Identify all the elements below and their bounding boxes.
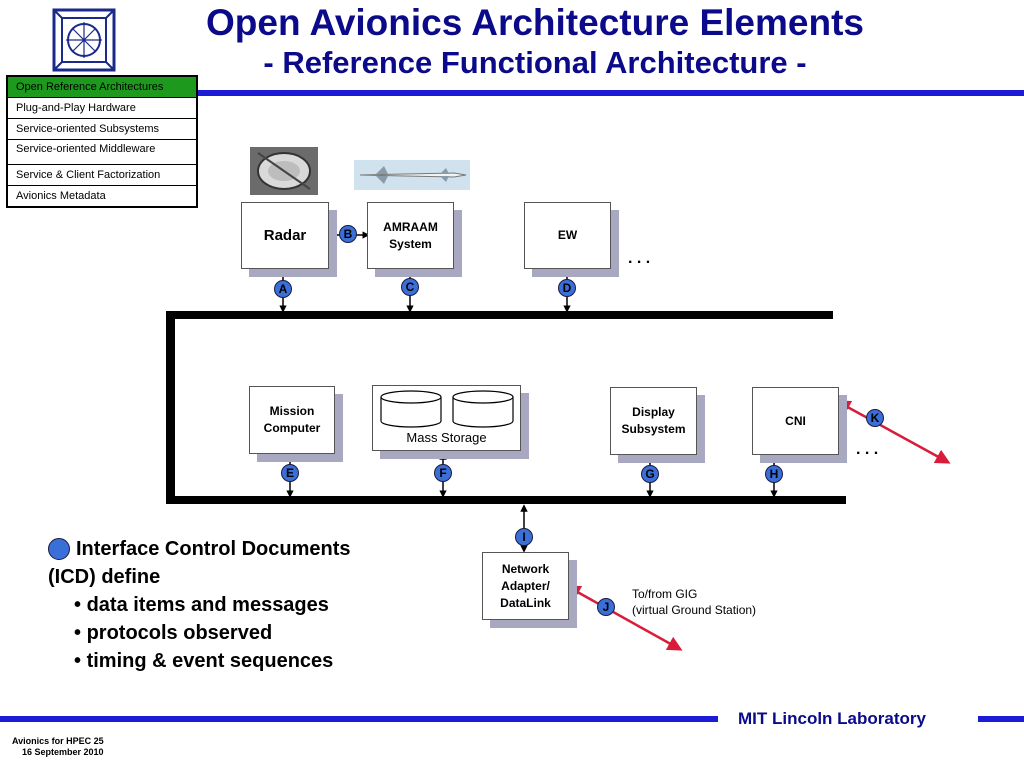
icd-line1: Interface Control Documents: [76, 538, 351, 560]
page-subtitle: - Reference Functional Architecture -: [263, 45, 807, 80]
icd-circle-icon: [48, 538, 70, 560]
ew-box: EW: [524, 202, 611, 269]
nav-item-service-client-factorization[interactable]: Service & Client Factorization: [8, 165, 196, 186]
icd-bullet-item: • data items and messages: [74, 594, 329, 616]
interface-j-marker: J: [597, 598, 615, 616]
nav-item-service-oriented-middleware[interactable]: Service-oriented Middleware: [8, 140, 196, 165]
icd-bullet-item: • timing & event sequences: [74, 650, 334, 672]
network-adapter-box: Network Adapter/ DataLink: [482, 552, 569, 620]
interface-h-marker: H: [765, 465, 783, 483]
missile-image: [354, 160, 470, 190]
link-k: [835, 400, 951, 464]
footer-org-name: MIT Lincoln Laboratory: [738, 709, 926, 728]
bus-top-line: [166, 311, 833, 319]
mission-computer-box: Mission Computer: [249, 386, 335, 454]
icd-bullet-data-items: data items and messages: [86, 594, 329, 616]
link-j: [565, 585, 683, 651]
nav-item-open-reference-architectures[interactable]: Open Reference Architectures: [8, 77, 196, 98]
page-title: Open Avionics Architecture Elements: [206, 2, 864, 43]
network-label-line2: Adapter/: [501, 578, 550, 593]
mass-storage-label: Mass Storage: [406, 430, 487, 445]
icd-line2: (ICD) define: [48, 566, 161, 588]
disk-icon-left: [380, 390, 442, 428]
nav-item-service-oriented-subsystems[interactable]: Service-oriented Subsystems: [8, 119, 196, 140]
disk-icon-right: [452, 390, 514, 428]
gig-label: To/from GIG (virtual Ground Station): [632, 586, 756, 618]
interface-a-marker: A: [274, 280, 292, 298]
interface-i-marker: I: [515, 528, 533, 546]
interface-f-marker: F: [434, 464, 452, 482]
network-label-line1: Network: [501, 561, 550, 576]
mass-storage-box: Mass Storage: [372, 385, 521, 451]
cni-box: CNI: [752, 387, 839, 455]
topic-navigation: Open Reference Architectures Plug-and-Pl…: [6, 75, 198, 208]
mission-label-line1: Mission: [269, 404, 315, 418]
icd-description: Interface Control Documents (ICD) define…: [48, 535, 428, 675]
display-label-line2: Subsystem: [621, 422, 686, 436]
icd-bullet-protocols: protocols observed: [86, 622, 273, 644]
footer-slide-line2: 16 September 2010: [22, 747, 104, 757]
nav-item-plug-and-play-hardware[interactable]: Plug-and-Play Hardware: [8, 98, 196, 119]
interface-c-marker: C: [401, 278, 419, 296]
bus-left-line: [166, 311, 175, 504]
footer-slide-info: Avionics for HPEC 25 16 September 2010: [12, 736, 104, 758]
amraam-system-box: AMRAAM System: [367, 202, 454, 269]
display-label-line1: Display: [632, 405, 675, 419]
header-rule: [190, 90, 1024, 96]
interface-e-marker: E: [281, 464, 299, 482]
radar-box: Radar: [241, 202, 329, 269]
interface-b-marker: B: [339, 225, 357, 243]
amraam-label-line2: System: [389, 236, 432, 251]
footer-rule-right: [978, 716, 1024, 722]
top-row-ellipsis: . . .: [628, 250, 651, 267]
icd-bullet-item: • protocols observed: [74, 622, 273, 644]
ew-label: EW: [557, 228, 578, 242]
mission-label-line2: Computer: [263, 421, 321, 435]
display-subsystem-box: Display Subsystem: [610, 387, 697, 455]
interface-k-marker: K: [866, 409, 884, 427]
mit-ll-logo: [52, 8, 116, 72]
radar-label: Radar: [263, 227, 307, 244]
footer-slide-line1: Avionics for HPEC 25: [12, 736, 104, 746]
gig-label-line2: (virtual Ground Station): [632, 603, 757, 617]
gig-label-line1: To/from GIG: [632, 587, 698, 601]
network-label-line3: DataLink: [500, 595, 551, 610]
icd-bullet-timing: timing & event sequences: [86, 650, 334, 672]
radar-image: [250, 147, 318, 195]
interface-d-marker: D: [558, 279, 576, 297]
amraam-label-line1: AMRAAM: [383, 219, 438, 234]
cni-label: CNI: [785, 413, 806, 428]
bottom-row-ellipsis: . . .: [856, 441, 879, 458]
footer-rule-left: [0, 716, 718, 722]
bus-bottom-line: [166, 496, 846, 504]
nav-item-avionics-metadata[interactable]: Avionics Metadata: [16, 190, 106, 202]
interface-g-marker: G: [641, 465, 659, 483]
